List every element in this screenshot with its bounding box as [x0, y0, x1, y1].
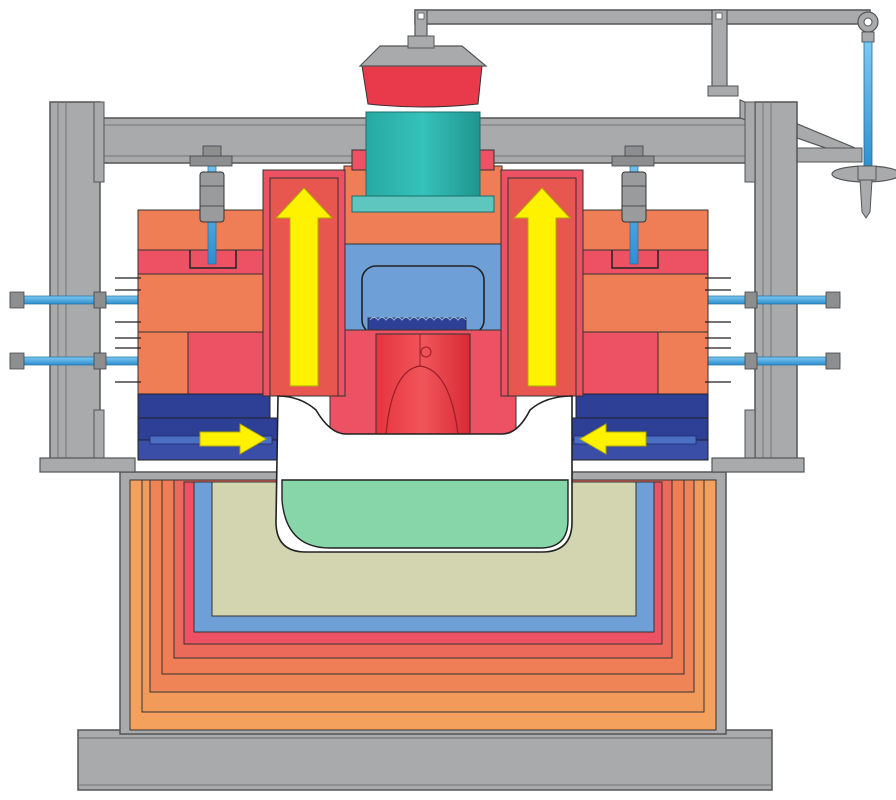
electrode: [351, 35, 495, 213]
hanging-rod: [831, 11, 896, 219]
left-block-stack: [115, 209, 291, 461]
right-up-arrow: [512, 187, 572, 387]
right-inward-arrow: [578, 423, 647, 455]
left-up-arrow: [274, 187, 334, 387]
cavity: [275, 395, 573, 553]
base-plate: [77, 729, 773, 791]
right-side-bolts: [704, 291, 841, 370]
left-side-bolts: [9, 291, 141, 370]
left-inward-arrow: [199, 423, 268, 455]
left-column: [39, 101, 136, 473]
center-assembly: [329, 165, 517, 435]
left-tie-bolt: [189, 145, 233, 265]
right-tie-bolt: [611, 145, 655, 265]
right-column: [711, 101, 805, 473]
